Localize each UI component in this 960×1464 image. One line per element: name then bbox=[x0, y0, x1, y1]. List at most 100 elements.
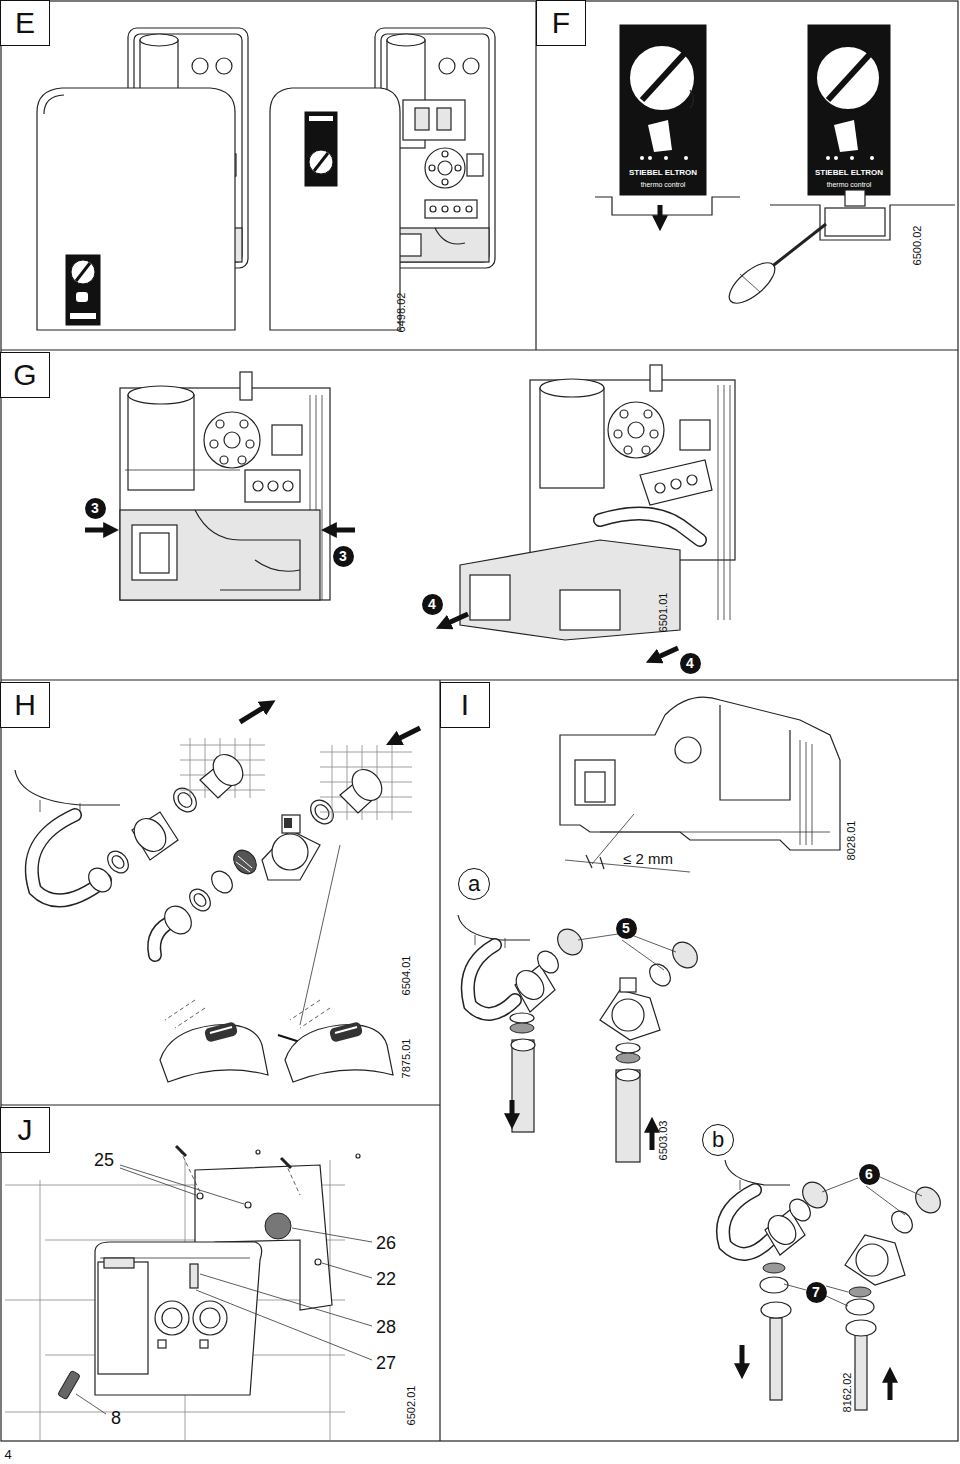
illustration-part bbox=[675, 737, 701, 763]
illustration-part bbox=[262, 830, 320, 880]
illustration-part bbox=[575, 760, 615, 805]
illustration-part bbox=[70, 313, 96, 319]
illustration-part bbox=[292, 1228, 372, 1242]
illustration-part bbox=[784, 1284, 806, 1290]
illustration-part bbox=[720, 705, 790, 800]
panel-letter-box: G bbox=[0, 352, 50, 398]
illustration-part bbox=[650, 430, 658, 438]
illustration-part bbox=[614, 430, 622, 438]
illustration-part bbox=[76, 292, 88, 302]
illustration-part bbox=[320, 752, 412, 753]
illustration-part bbox=[283, 481, 293, 491]
illustration-part bbox=[511, 1039, 535, 1051]
illustration-part bbox=[322, 395, 323, 600]
illustration-part bbox=[761, 1302, 791, 1318]
illustration-part bbox=[600, 514, 700, 540]
illustration-part bbox=[644, 410, 652, 418]
illustration-part bbox=[533, 947, 562, 977]
heater-internals-g bbox=[85, 365, 735, 658]
figure-number: 8162.02 bbox=[842, 1372, 853, 1412]
node-text: F bbox=[552, 8, 570, 38]
illustration-part bbox=[322, 1263, 372, 1278]
illustration-part bbox=[193, 1301, 227, 1335]
illustration-part bbox=[849, 1287, 871, 1297]
node-text: 3 bbox=[339, 549, 347, 563]
illustration-part bbox=[210, 1027, 232, 1033]
illustration-part bbox=[396, 728, 420, 740]
figure-number: 6501.01 bbox=[658, 592, 669, 632]
illustration-part bbox=[512, 1040, 534, 1132]
illustration-part bbox=[723, 1190, 770, 1254]
illustration-part bbox=[255, 560, 300, 571]
illustration-part bbox=[236, 862, 250, 872]
illustration-part bbox=[540, 379, 604, 397]
illustration-part bbox=[446, 614, 468, 624]
illustration-part bbox=[725, 1160, 790, 1185]
illustration-part bbox=[723, 256, 781, 310]
illustration-part bbox=[622, 940, 664, 970]
illustration-part bbox=[648, 120, 672, 152]
base-part-i bbox=[458, 697, 945, 1410]
illustration-part bbox=[155, 1301, 189, 1335]
illustration-part bbox=[723, 1190, 770, 1254]
panel-letter-box: I bbox=[440, 682, 490, 728]
illustration-part bbox=[770, 205, 955, 240]
illustration-part bbox=[110, 853, 127, 870]
illustration-part bbox=[510, 1100, 515, 1118]
illustration-part bbox=[668, 937, 703, 973]
illustration-part bbox=[169, 784, 201, 817]
illustration-part bbox=[806, 742, 807, 845]
figure-number: 6504.01 bbox=[401, 955, 412, 995]
illustration-part bbox=[281, 1158, 291, 1168]
illustration-part bbox=[132, 525, 177, 580]
illustration-part bbox=[642, 54, 684, 100]
illustration-part bbox=[664, 156, 668, 160]
illustration-part bbox=[392, 745, 393, 820]
node-text: J bbox=[18, 1115, 33, 1145]
illustration-part bbox=[845, 1235, 905, 1285]
illustration-part bbox=[210, 440, 218, 448]
illustration-part bbox=[560, 590, 620, 630]
node-text: I bbox=[461, 690, 469, 720]
illustration-part bbox=[120, 1168, 196, 1195]
illustration-part bbox=[511, 965, 550, 1005]
illustration-part bbox=[690, 90, 694, 108]
illustration-part bbox=[878, 1176, 922, 1196]
brand-text: thermo control bbox=[641, 181, 686, 188]
illustration-part bbox=[439, 680, 440, 1441]
illustration-part bbox=[190, 1264, 198, 1288]
illustration-part bbox=[826, 1286, 848, 1292]
illustration-part bbox=[162, 1308, 182, 1328]
illustration-part bbox=[284, 818, 292, 828]
illustration-part bbox=[205, 738, 206, 798]
illustration-part bbox=[40, 800, 41, 812]
illustration-part bbox=[224, 432, 240, 448]
figure-number: 6503.03 bbox=[658, 1120, 669, 1160]
illustration-part bbox=[629, 45, 695, 111]
illustration-part bbox=[828, 54, 870, 100]
callout-label: 28 bbox=[376, 1318, 396, 1336]
illustration-part bbox=[320, 767, 412, 768]
illustration-part bbox=[578, 934, 618, 940]
illustration-part bbox=[140, 533, 169, 573]
callout-label: 27 bbox=[376, 1354, 396, 1372]
illustration-part bbox=[648, 156, 652, 160]
illustration-part bbox=[180, 738, 265, 798]
illustration-part bbox=[616, 1070, 640, 1162]
callout-number: 4 bbox=[680, 653, 701, 674]
illustration-part bbox=[320, 745, 412, 820]
illustration-part bbox=[356, 1154, 360, 1158]
illustration-part bbox=[608, 402, 664, 458]
illustration-part bbox=[300, 1008, 330, 1028]
illustration-part bbox=[204, 412, 260, 468]
node-text: a bbox=[468, 873, 480, 895]
illustration-part bbox=[5, 1160, 345, 1440]
illustration-part bbox=[95, 1242, 262, 1395]
node-text: E bbox=[15, 8, 35, 38]
illustration-part bbox=[200, 1340, 208, 1348]
illustration-part bbox=[740, 1180, 741, 1190]
illustration-part bbox=[616, 1043, 640, 1053]
illustration-part bbox=[658, 205, 663, 220]
